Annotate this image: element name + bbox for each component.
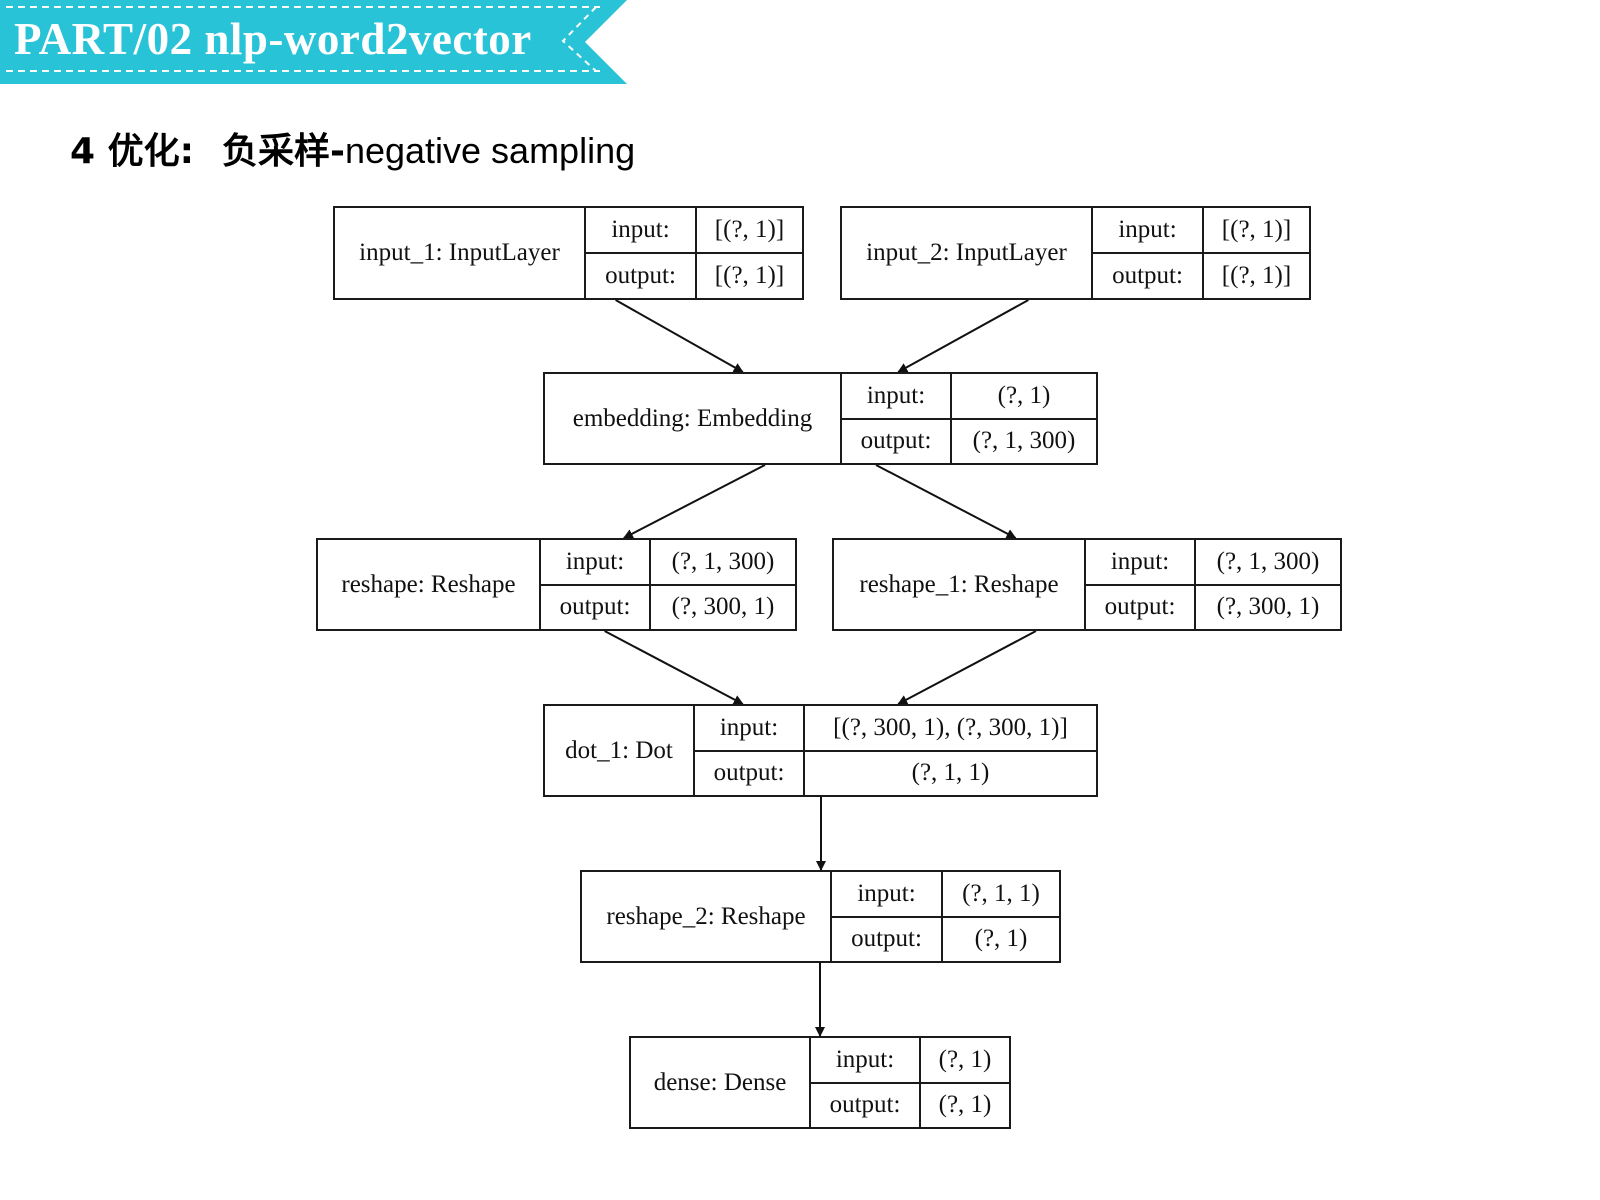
edge-embedding-to-reshape_1 bbox=[875, 464, 1017, 539]
input-label: input: bbox=[832, 872, 941, 918]
input-shape: (?, 1, 300) bbox=[651, 540, 795, 586]
node-name: reshape: Reshape bbox=[318, 540, 541, 629]
output-shape: (?, 1) bbox=[974, 925, 1028, 953]
edge-embedding-to-reshape bbox=[622, 464, 766, 539]
input-label: input: bbox=[842, 374, 950, 420]
input-label: input: bbox=[695, 706, 803, 752]
node-name: dense: Dense bbox=[631, 1038, 811, 1127]
input-shape: [(?, 1)] bbox=[697, 208, 802, 254]
output-shape: [(?, 1)] bbox=[1221, 262, 1292, 289]
output-shape: (?, 300, 1) bbox=[1216, 593, 1320, 621]
node-port-labels: input: output: bbox=[541, 540, 651, 629]
banner-background bbox=[0, 0, 627, 84]
node-name: embedding: Embedding bbox=[545, 374, 842, 463]
output-label: output: bbox=[559, 593, 631, 621]
banner-shape bbox=[0, 0, 627, 84]
node-reshape-1: reshape_1: Reshape input: output: (?, 1,… bbox=[832, 538, 1342, 631]
node-name: input_1: InputLayer bbox=[335, 208, 586, 298]
node-name: reshape_1: Reshape bbox=[834, 540, 1086, 629]
input-label: input: bbox=[1086, 540, 1194, 586]
output-label: output: bbox=[860, 427, 932, 455]
node-port-values: (?, 1, 300) (?, 300, 1) bbox=[1196, 540, 1340, 629]
node-port-values: [(?, 1)] [(?, 1)] bbox=[1204, 208, 1309, 298]
output-label: output: bbox=[605, 262, 676, 289]
node-reshape-2: reshape_2: Reshape input: output: (?, 1,… bbox=[580, 870, 1061, 963]
node-port-values: [(?, 1)] [(?, 1)] bbox=[697, 208, 802, 298]
node-embedding: embedding: Embedding input: output: (?, … bbox=[543, 372, 1098, 465]
node-name: input_2: InputLayer bbox=[842, 208, 1093, 298]
output-label: output: bbox=[829, 1091, 901, 1119]
node-port-values: [(?, 300, 1), (?, 300, 1)] (?, 1, 1) bbox=[805, 706, 1096, 795]
input-label: input: bbox=[586, 208, 695, 254]
output-label: output: bbox=[851, 925, 922, 953]
input-shape: [(?, 1)] bbox=[1204, 208, 1309, 254]
input-label: input: bbox=[1093, 208, 1202, 254]
input-shape: (?, 1) bbox=[921, 1038, 1009, 1084]
node-port-labels: input: output: bbox=[811, 1038, 921, 1127]
node-dot-1: dot_1: Dot input: output: [(?, 300, 1), … bbox=[543, 704, 1098, 797]
input-shape: (?, 1, 1) bbox=[943, 872, 1059, 918]
node-port-labels: input: output: bbox=[586, 208, 697, 298]
output-label: output: bbox=[1112, 262, 1183, 289]
node-dense: dense: Dense input: output: (?, 1) (?, 1… bbox=[629, 1036, 1011, 1129]
edge-input_1-to-embedding bbox=[615, 299, 744, 373]
edge-layer bbox=[604, 299, 1037, 1037]
node-port-values: (?, 1) (?, 1) bbox=[921, 1038, 1009, 1127]
output-shape: (?, 1, 300) bbox=[972, 427, 1076, 455]
node-input-1: input_1: InputLayer input: output: [(?, … bbox=[333, 206, 804, 300]
banner-title: PART/02 nlp-word2vector bbox=[14, 14, 532, 64]
node-input-2: input_2: InputLayer input: output: [(?, … bbox=[840, 206, 1311, 300]
input-label: input: bbox=[811, 1038, 919, 1084]
edge-reshape_1-to-dot_1 bbox=[897, 630, 1037, 705]
node-port-labels: input: output: bbox=[842, 374, 952, 463]
slide-heading: 4 优化: 负采样-negative sampling bbox=[70, 122, 635, 174]
heading-prefix: 4 优化: bbox=[70, 131, 194, 172]
input-shape: (?, 1, 300) bbox=[1196, 540, 1340, 586]
node-port-values: (?, 1) (?, 1, 300) bbox=[952, 374, 1096, 463]
node-port-labels: input: output: bbox=[1086, 540, 1196, 629]
input-shape: (?, 1) bbox=[952, 374, 1096, 420]
heading-topic: 负采样- bbox=[221, 131, 345, 172]
heading-english: negative sampling bbox=[344, 130, 636, 171]
node-name: reshape_2: Reshape bbox=[582, 872, 832, 961]
title-banner: PART/02 nlp-word2vector bbox=[0, 0, 660, 85]
output-label: output: bbox=[713, 759, 785, 787]
node-port-values: (?, 1, 1) (?, 1) bbox=[943, 872, 1059, 961]
input-label: input: bbox=[541, 540, 649, 586]
output-shape: (?, 1, 1) bbox=[911, 759, 990, 787]
edge-reshape-to-dot_1 bbox=[604, 630, 744, 705]
node-port-labels: input: output: bbox=[1093, 208, 1204, 298]
node-port-labels: input: output: bbox=[695, 706, 805, 795]
output-shape: [(?, 1)] bbox=[714, 262, 785, 289]
node-reshape: reshape: Reshape input: output: (?, 1, 3… bbox=[316, 538, 797, 631]
output-shape: (?, 300, 1) bbox=[671, 593, 775, 621]
node-port-values: (?, 1, 300) (?, 300, 1) bbox=[651, 540, 795, 629]
output-shape: (?, 1) bbox=[938, 1091, 992, 1119]
banner-chevron-icon bbox=[561, 6, 597, 72]
node-port-labels: input: output: bbox=[832, 872, 943, 961]
input-shape: [(?, 300, 1), (?, 300, 1)] bbox=[805, 706, 1096, 752]
node-name: dot_1: Dot bbox=[545, 706, 695, 795]
edge-input_2-to-embedding bbox=[897, 299, 1029, 373]
output-label: output: bbox=[1104, 593, 1176, 621]
